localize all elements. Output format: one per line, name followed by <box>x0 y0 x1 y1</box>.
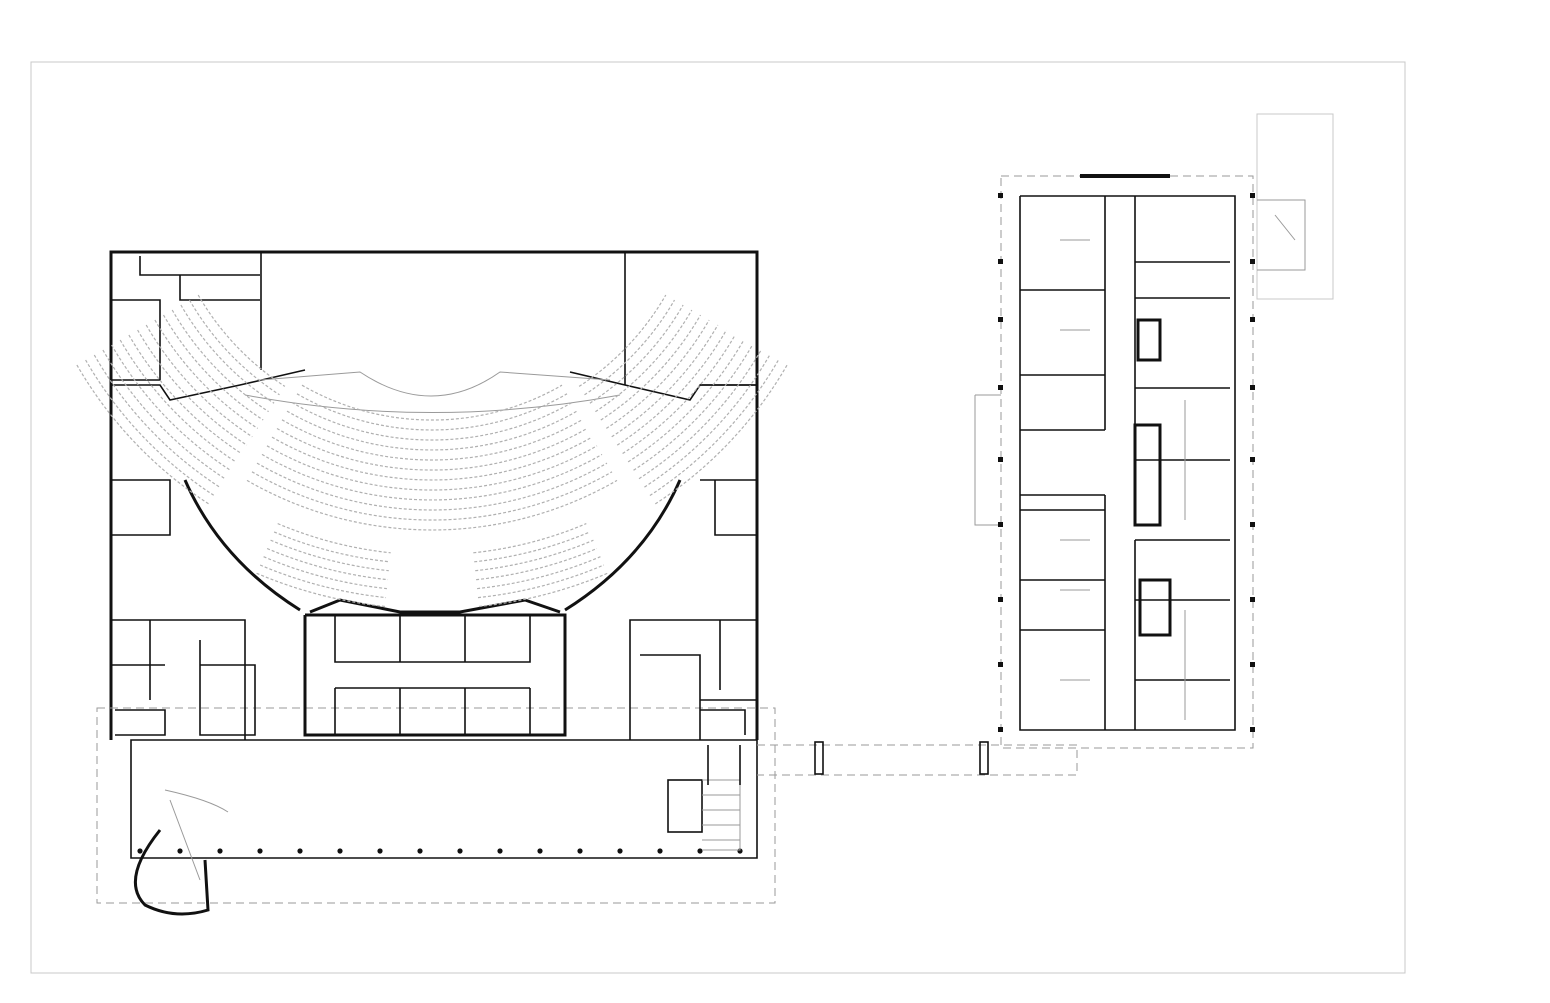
column <box>457 848 463 854</box>
column <box>657 848 663 854</box>
column <box>1250 662 1255 667</box>
column <box>998 727 1003 732</box>
column <box>1250 259 1255 264</box>
seat-row <box>270 539 389 572</box>
seat-row <box>251 471 613 521</box>
seat-row <box>137 329 248 446</box>
seat-row <box>266 445 598 491</box>
seat-row <box>286 410 578 451</box>
seat-row <box>589 304 684 404</box>
seat-row <box>276 427 588 471</box>
connector-bridge <box>707 741 1078 785</box>
column <box>998 317 1003 322</box>
seat-row <box>477 564 605 599</box>
column <box>998 193 1003 198</box>
seat-row <box>605 319 710 429</box>
seat-row <box>85 359 215 497</box>
seat-row <box>145 324 253 438</box>
seat-row <box>600 314 702 421</box>
seat-row <box>611 324 719 438</box>
column <box>537 848 543 854</box>
column <box>377 848 383 854</box>
seat-row <box>261 453 603 501</box>
seat-row <box>154 319 259 429</box>
seat-row <box>578 294 667 387</box>
sheet-frame <box>30 61 1406 974</box>
seat-row <box>197 294 286 387</box>
column <box>177 848 183 854</box>
seat-row <box>616 329 727 446</box>
seat-row <box>128 334 242 455</box>
seat-row <box>188 299 280 396</box>
column <box>998 597 1003 602</box>
seat-row <box>119 339 237 463</box>
column <box>1250 317 1255 322</box>
seat-row <box>595 309 693 413</box>
seat-row <box>93 354 220 488</box>
seat-row <box>266 547 388 581</box>
column <box>1250 597 1255 602</box>
column <box>998 259 1003 264</box>
column <box>998 457 1003 462</box>
seat-row <box>474 531 591 563</box>
seat-row <box>180 304 275 404</box>
column <box>297 848 303 854</box>
column <box>998 662 1003 667</box>
seat-row <box>654 364 788 505</box>
seat-row <box>633 344 753 471</box>
seat-row <box>478 572 608 608</box>
column <box>998 385 1003 390</box>
seat-row <box>584 299 676 396</box>
seat-row <box>162 314 264 421</box>
seat-row <box>256 462 608 511</box>
column <box>257 848 263 854</box>
seat-row <box>271 436 593 481</box>
seat-row <box>256 572 386 608</box>
seat-row <box>263 556 387 590</box>
seat-row <box>291 401 573 441</box>
column <box>1250 193 1255 198</box>
column <box>337 848 343 854</box>
column <box>137 848 143 854</box>
seat-row <box>246 479 618 531</box>
seat-row <box>76 364 210 505</box>
seat-row <box>277 523 391 554</box>
seat-row <box>475 539 594 572</box>
seat-row <box>259 564 387 599</box>
seat-row <box>476 547 598 581</box>
seat-row <box>649 359 779 497</box>
column <box>497 848 503 854</box>
column <box>1250 385 1255 390</box>
column <box>1250 457 1255 462</box>
seat-row <box>273 531 390 563</box>
seat-row <box>473 523 587 554</box>
theatre-building <box>76 250 788 916</box>
column <box>217 848 223 854</box>
seat-row <box>644 354 771 488</box>
column <box>417 848 423 854</box>
seat-row <box>622 334 736 455</box>
column <box>617 848 623 854</box>
seat-row <box>281 419 583 461</box>
column <box>1250 522 1255 527</box>
residential-building <box>974 113 1334 749</box>
column <box>577 848 583 854</box>
seat-row <box>111 344 231 471</box>
seat-row <box>477 556 601 590</box>
seat-row <box>301 384 563 421</box>
column <box>998 522 1003 527</box>
seat-row <box>171 309 269 413</box>
column <box>1250 727 1255 732</box>
seat-row <box>296 393 568 431</box>
column <box>697 848 703 854</box>
seat-row <box>627 339 745 463</box>
